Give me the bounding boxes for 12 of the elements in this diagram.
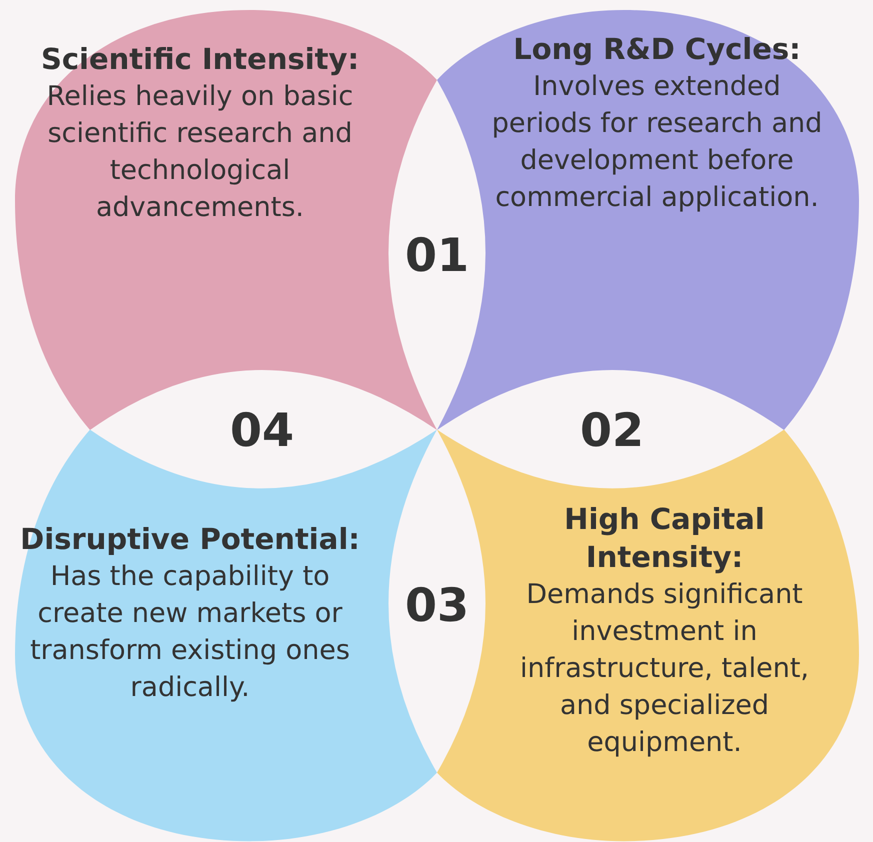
- step-number: 01: [405, 230, 469, 280]
- heading: Long R&D Cycles:: [513, 31, 801, 68]
- heading: Disruptive Potential:: [20, 521, 360, 558]
- heading: High Capital Intensity:: [563, 501, 766, 576]
- step-number: 03: [405, 580, 469, 630]
- description: Demands significant investment in infrastructure, talent, and specialized equipment.: [519, 578, 810, 760]
- step-number: 02: [580, 405, 644, 455]
- description: Relies heavily on basic scientific research and technological advancements.: [46, 80, 354, 225]
- heading: Scientific Intensity:: [40, 41, 360, 78]
- description: Involves extended periods for research and development before commercial application.: [490, 70, 824, 215]
- step-number: 04: [230, 405, 294, 455]
- description: Has the capability to create new markets or transform existing ones radically.: [29, 560, 351, 705]
